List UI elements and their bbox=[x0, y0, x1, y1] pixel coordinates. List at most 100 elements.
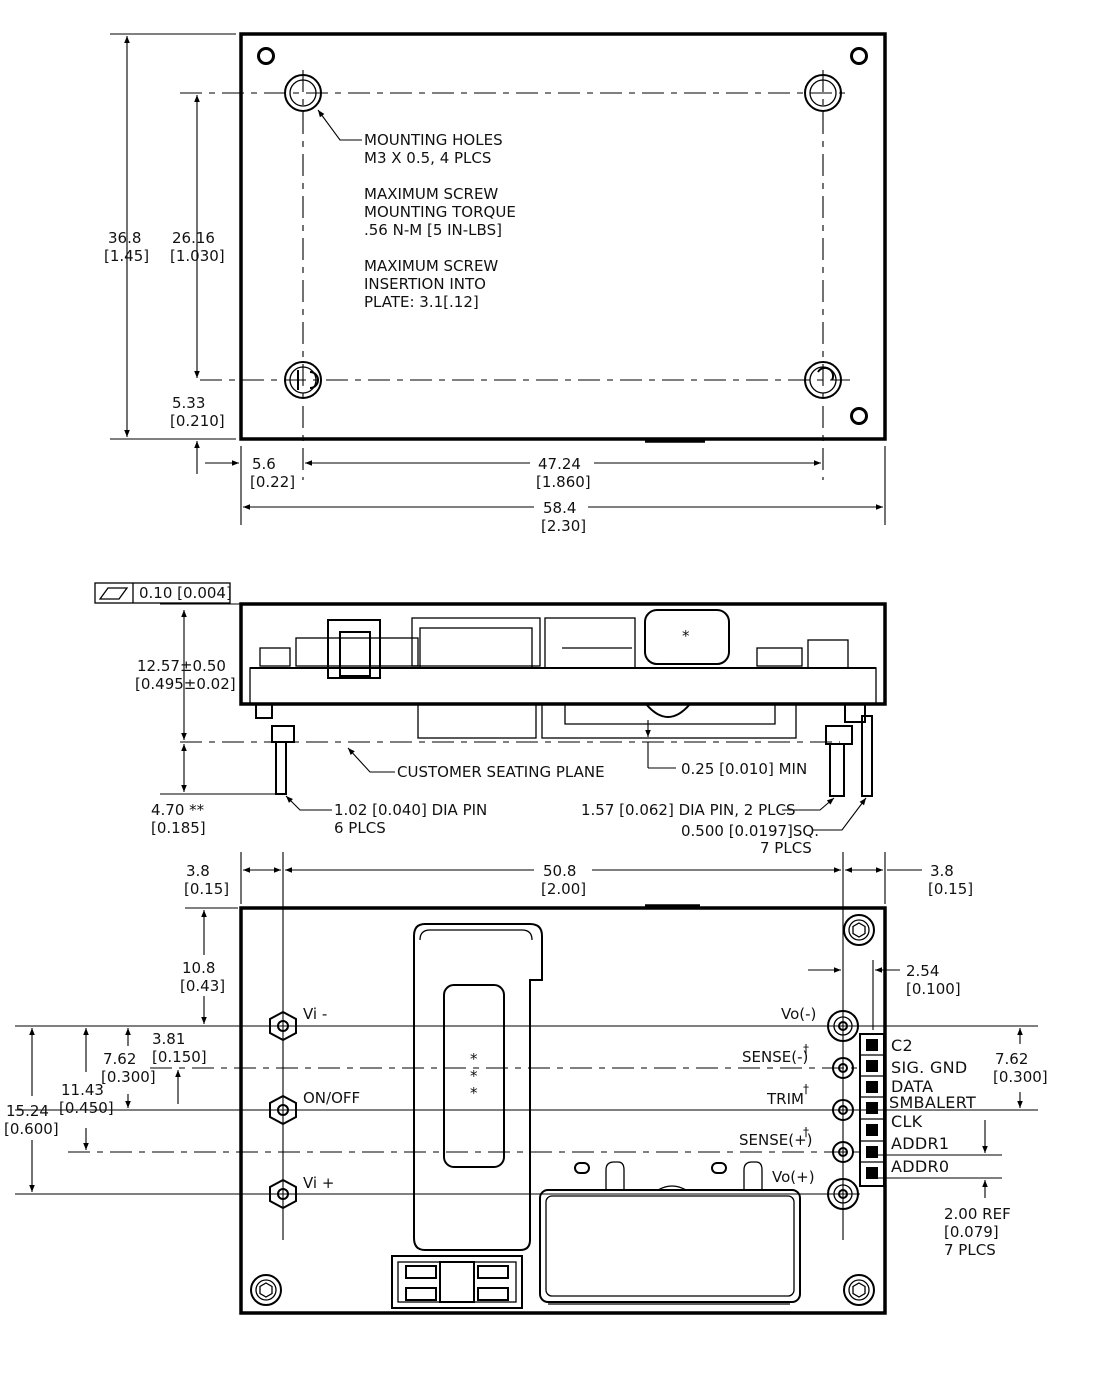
signal-clk: CLK bbox=[891, 1112, 923, 1131]
dim-3-81: 3.81 bbox=[152, 1030, 185, 1048]
bottom-view: * * * bbox=[4, 852, 1048, 1315]
dim-3-81-inch: [0.150] bbox=[152, 1048, 207, 1066]
dagger-mark: † bbox=[803, 1125, 809, 1139]
dim-26-16-inch: [1.030] bbox=[170, 247, 225, 265]
dim-5-33-inch: [0.210] bbox=[170, 412, 225, 430]
dim-10-8-inch: [0.43] bbox=[180, 977, 225, 995]
dim-58-4: 58.4 bbox=[543, 499, 576, 517]
flatness-symbol-icon bbox=[98, 587, 129, 600]
dim-2-54-inch: [0.100] bbox=[906, 980, 961, 998]
star-mark: * bbox=[470, 1067, 478, 1085]
pin-large-right bbox=[829, 743, 845, 797]
signal-c2: C2 bbox=[891, 1036, 913, 1055]
dim-7-62-left-inch: [0.300] bbox=[101, 1068, 156, 1086]
pin-small-count: 6 PLCS bbox=[334, 819, 386, 837]
label-sense-plus: SENSE(+) bbox=[739, 1131, 813, 1149]
dim-50-8-inch: [2.00] bbox=[541, 880, 586, 898]
mounting-notes: MOUNTING HOLES M3 X 0.5, 4 PLCS MAXIMUM … bbox=[364, 131, 516, 311]
star-mark: * bbox=[470, 1084, 478, 1102]
pin-small-label: 1.02 [0.040] DIA PIN bbox=[334, 801, 487, 819]
note-line: MOUNTING TORQUE bbox=[364, 203, 516, 221]
label-vo-minus: Vo(-) bbox=[781, 1005, 816, 1023]
dim-2-00-count: 7 PLCS bbox=[944, 1241, 996, 1259]
dim-4-70-inch: [0.185] bbox=[151, 819, 206, 837]
dim-5-6-inch: [0.22] bbox=[250, 473, 295, 491]
pin-small-left bbox=[275, 741, 287, 795]
note-line: .56 N-M [5 IN-LBS] bbox=[364, 221, 502, 239]
pin-square-label: 0.500 [0.0197]SQ. bbox=[681, 822, 819, 840]
corner-hole-br bbox=[850, 407, 868, 425]
dim-3-8-right: 3.8 bbox=[930, 862, 954, 880]
dim-3-8-left-inch: [0.15] bbox=[184, 880, 229, 898]
dim-7-62-right: 7.62 bbox=[995, 1050, 1028, 1068]
signal-data: DATA bbox=[891, 1077, 933, 1096]
label-sense-minus: SENSE(-) bbox=[742, 1048, 808, 1066]
dim-5-6: 5.6 bbox=[252, 455, 276, 473]
screw-icon-bl bbox=[250, 1274, 282, 1306]
transformer-body bbox=[413, 923, 543, 1251]
dim-11-43-inch: [0.450] bbox=[59, 1099, 114, 1117]
dim-2-00-ref: 2.00 REF bbox=[944, 1205, 1011, 1223]
pin-collar-left bbox=[271, 725, 295, 743]
dim-58-4-inch: [2.30] bbox=[541, 517, 586, 535]
note-line: MAXIMUM SCREW bbox=[364, 185, 498, 203]
label-vo-plus: Vo(+) bbox=[772, 1168, 815, 1186]
dim-50-8: 50.8 bbox=[543, 862, 576, 880]
dim-47-24-inch: [1.860] bbox=[536, 473, 591, 491]
screw-icon-tr bbox=[843, 914, 875, 946]
label-trim: TRIM bbox=[766, 1090, 804, 1108]
flatness-control-frame: 0.10 [0.004] bbox=[94, 582, 232, 604]
dim-4-70: 4.70 ** bbox=[151, 801, 205, 819]
dim-3-8-left: 3.8 bbox=[186, 862, 210, 880]
dagger-mark: † bbox=[803, 1042, 809, 1056]
corner-hole-tl bbox=[257, 47, 275, 65]
pin-square-count: 7 PLCS bbox=[760, 839, 812, 857]
dim-15-24-inch: [0.600] bbox=[4, 1120, 59, 1138]
signal-addr1: ADDR1 bbox=[891, 1134, 949, 1153]
top-view: MOUNTING HOLES M3 X 0.5, 4 PLCS MAXIMUM … bbox=[104, 32, 887, 535]
label-vi-minus: Vi - bbox=[303, 1005, 327, 1023]
side-star-mark: * bbox=[682, 627, 690, 645]
note-line: MAXIMUM SCREW bbox=[364, 257, 498, 275]
dim-3-8-right-inch: [0.15] bbox=[928, 880, 973, 898]
dim-7-62-left: 7.62 bbox=[103, 1050, 136, 1068]
dagger-mark: † bbox=[803, 1082, 809, 1096]
corner-hole-tr bbox=[850, 47, 868, 65]
pin-large-label: 1.57 [0.062] DIA PIN, 2 PLCS bbox=[581, 801, 796, 819]
label-on-off: ON/OFF bbox=[303, 1089, 360, 1107]
dim-2-54: 2.54 bbox=[906, 962, 939, 980]
dim-15-24: 15.24 bbox=[6, 1102, 49, 1120]
dim-2-00-inch: [0.079] bbox=[944, 1223, 999, 1241]
dim-12-57-inch: [0.495±0.02] bbox=[135, 675, 236, 693]
top-outline bbox=[239, 32, 887, 441]
dim-11-43: 11.43 bbox=[61, 1081, 104, 1099]
bottom-connector bbox=[391, 1255, 523, 1309]
dim-47-24: 47.24 bbox=[538, 455, 581, 473]
signal-addr0: ADDR0 bbox=[891, 1157, 949, 1176]
note-line: PLATE: 3.1[.12] bbox=[364, 293, 479, 311]
dim-36-8-inch: [1.45] bbox=[104, 247, 149, 265]
note-line: INSERTION INTO bbox=[364, 275, 486, 293]
dim-26-16: 26.16 bbox=[172, 229, 215, 247]
pin-collar-right bbox=[825, 725, 853, 745]
transformer-core bbox=[443, 984, 505, 1168]
star-mark: * bbox=[470, 1050, 478, 1068]
signal-sig-gnd: SIG. GND bbox=[891, 1058, 968, 1077]
note-line: M3 X 0.5, 4 PLCS bbox=[364, 149, 491, 167]
pin-square-right bbox=[861, 715, 873, 797]
dim-7-62-right-inch: [0.300] bbox=[993, 1068, 1048, 1086]
seating-plane-label: CUSTOMER SEATING PLANE bbox=[397, 763, 605, 781]
screw-icon-br bbox=[843, 1274, 875, 1306]
label-vi-plus: Vi + bbox=[303, 1174, 334, 1192]
dim-36-8: 36.8 bbox=[108, 229, 141, 247]
min-gap-label: 0.25 [0.010] MIN bbox=[681, 760, 807, 778]
signal-smbalert: SMBALERT bbox=[889, 1093, 976, 1112]
dim-10-8: 10.8 bbox=[182, 959, 215, 977]
output-capacitor-block bbox=[539, 1189, 801, 1303]
note-line: MOUNTING HOLES bbox=[364, 131, 503, 149]
dim-12-57: 12.57±0.50 bbox=[137, 657, 226, 675]
flatness-value: 0.10 [0.004] bbox=[139, 584, 232, 602]
dim-5-33: 5.33 bbox=[172, 394, 205, 412]
side-view: 0.10 [0.004] * 12 bbox=[94, 582, 887, 857]
